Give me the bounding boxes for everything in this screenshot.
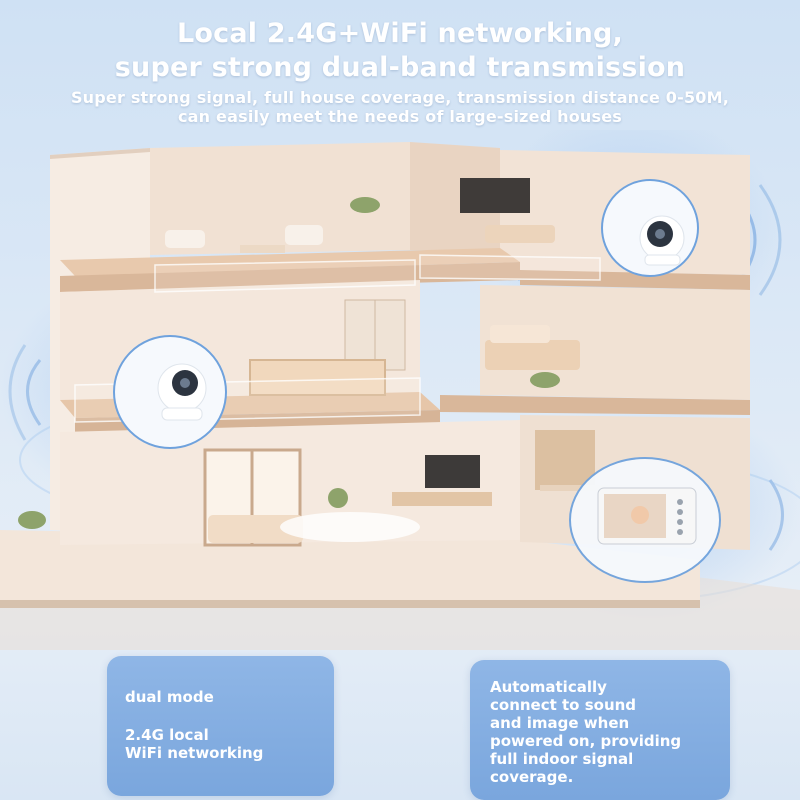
baby-monitor-device: [569, 457, 721, 583]
feature-panel-dual-mode: dual mode 2.4G local WiFi networking: [107, 656, 334, 796]
feature-wifi-label: WiFi networking: [125, 744, 264, 762]
feature-dual-mode-label: dual mode: [125, 688, 214, 706]
feature-auto-connect-text: Automatically connect to sound and image…: [490, 678, 720, 786]
headline-line-2: super strong dual-band transmission: [114, 52, 686, 83]
subheadline-line-2: can easily meet the needs of large-sized…: [178, 107, 622, 126]
house-illustration: [0, 130, 800, 650]
feature-text-line: coverage.: [490, 768, 574, 786]
camera-middle-left: [113, 335, 227, 449]
camera-top-right: [601, 179, 699, 277]
feature-text-line: and image when: [490, 714, 630, 732]
feature-local-label: 2.4G local: [125, 726, 209, 744]
headline-line-1: Local 2.4G+WiFi networking,: [176, 18, 624, 49]
feature-text-line: connect to sound: [490, 696, 637, 714]
feature-text-line: powered on, providing: [490, 732, 682, 750]
feature-text-line: Automatically: [490, 678, 607, 696]
feature-panel-auto-connect: Automatically connect to sound and image…: [470, 660, 730, 800]
subheadline-line-1: Super strong signal, full house coverage…: [70, 88, 730, 107]
feature-text-line: full indoor signal: [490, 750, 634, 768]
